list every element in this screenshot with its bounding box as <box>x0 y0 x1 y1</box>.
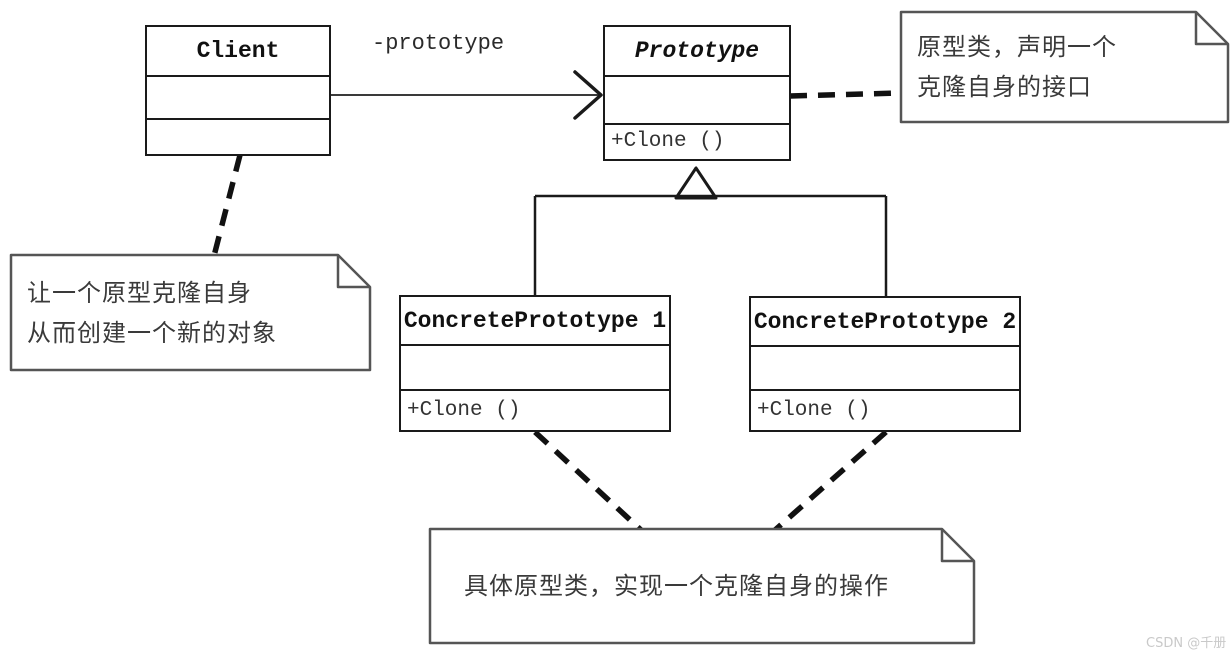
class-box-concrete-prototype-1[interactable]: ConcretePrototype 1 +Clone () <box>399 295 671 432</box>
class-attributes-client <box>147 77 329 120</box>
association-client-prototype <box>330 70 603 120</box>
class-operations-text-concrete-prototype-1: +Clone () <box>407 398 521 422</box>
class-box-prototype[interactable]: Prototype +Clone () <box>603 25 791 161</box>
class-name-concrete-prototype-1: ConcretePrototype 1 <box>403 307 667 334</box>
class-title-client: Client <box>147 27 329 77</box>
association-role-label: -prototype <box>372 31 504 56</box>
class-operations-prototype: +Clone () <box>605 125 789 158</box>
note-link-concrete2 <box>773 429 888 533</box>
class-operations-client <box>147 120 329 153</box>
class-operations-text-prototype: +Clone () <box>611 130 725 153</box>
class-operations-concrete-prototype-2: +Clone () <box>751 391 1019 429</box>
class-box-concrete-prototype-2[interactable]: ConcretePrototype 2 +Clone () <box>749 296 1021 432</box>
class-title-prototype: Prototype <box>605 27 789 77</box>
class-name-client: Client <box>196 38 280 64</box>
association-role-label-text: -prototype <box>372 31 505 56</box>
class-box-client[interactable]: Client <box>145 25 331 156</box>
csdn-watermark-text: CSDN @千册 <box>1146 636 1227 651</box>
csdn-watermark: CSDN @千册 <box>1146 632 1226 651</box>
note-concrete-text: 具体原型类，实现一个克隆自身的操作 <box>464 572 889 600</box>
class-operations-text-concrete-prototype-2: +Clone () <box>757 398 871 422</box>
note-prototype-text: 原型类，声明一个 克隆自身的接口 <box>917 33 1117 101</box>
class-title-concrete-prototype-1: ConcretePrototype 1 <box>401 297 669 346</box>
class-attributes-concrete-prototype-1 <box>401 346 669 391</box>
class-operations-concrete-prototype-1: +Clone () <box>401 391 669 429</box>
class-name-prototype: Prototype <box>634 38 760 64</box>
note-link-client <box>211 154 243 257</box>
note-prototype[interactable]: 原型类，声明一个 克隆自身的接口 <box>899 10 1231 124</box>
class-attributes-concrete-prototype-2 <box>751 347 1019 391</box>
class-name-concrete-prototype-2: ConcretePrototype 2 <box>753 308 1017 335</box>
generalization-tree <box>533 166 888 296</box>
note-link-prototype <box>789 90 900 99</box>
class-attributes-prototype <box>605 77 789 125</box>
note-link-concrete1 <box>533 429 643 533</box>
class-title-concrete-prototype-2: ConcretePrototype 2 <box>751 298 1019 347</box>
note-client-text: 让一个原型克隆自身 从而创建一个新的对象 <box>27 278 277 347</box>
note-concrete[interactable]: 具体原型类，实现一个克隆自身的操作 <box>428 527 976 645</box>
note-client[interactable]: 让一个原型克隆自身 从而创建一个新的对象 <box>9 253 372 372</box>
